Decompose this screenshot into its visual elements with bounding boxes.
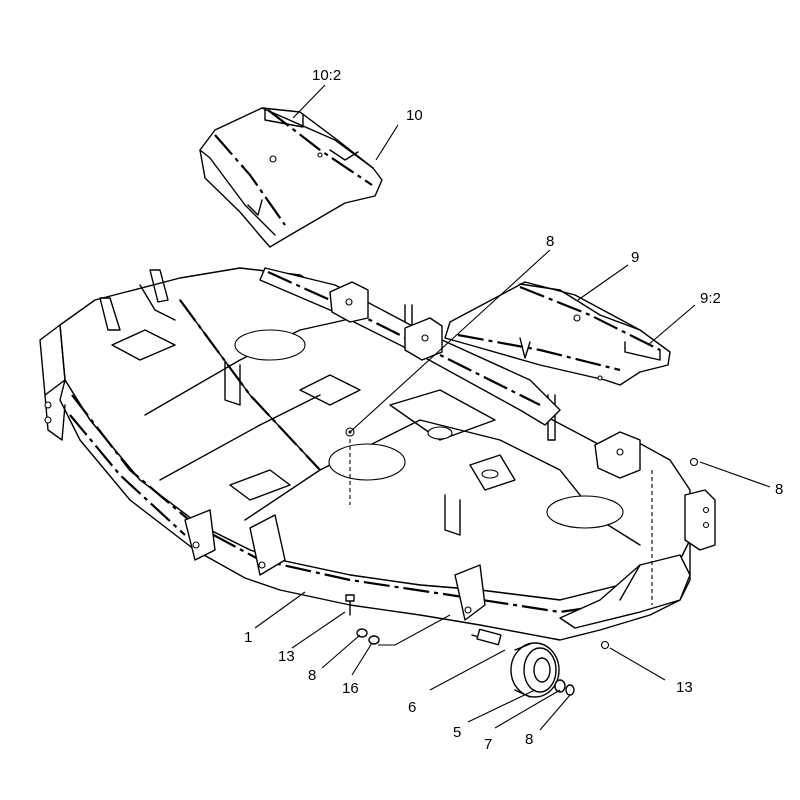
callout-10: 10 (406, 107, 423, 124)
deflector-part-9 (444, 281, 671, 386)
deflector-part-10 (199, 107, 383, 248)
mower-deck-part-1 (39, 267, 716, 650)
callout-leaders (254, 84, 771, 731)
callout-9-2: 9:2 (700, 290, 721, 307)
callout-8-bottom: 8 (525, 731, 533, 748)
caster-wheel-part-5 (471, 628, 560, 698)
callout-13-left: 13 (278, 648, 295, 665)
callout-16: 16 (342, 680, 359, 697)
callout-1: 1 (244, 629, 252, 646)
bolt-part-8-wheel (565, 684, 575, 696)
callout-10-2: 10:2 (312, 67, 341, 84)
callout-6: 6 (408, 699, 416, 716)
callout-8-left: 8 (308, 667, 316, 684)
washer-part-8-16 (356, 628, 380, 645)
callout-8-top: 8 (546, 233, 554, 250)
callout-13-right: 13 (676, 679, 693, 696)
callout-labels: 10:2 10 8 9 9:2 8 1 13 8 16 6 5 7 8 13 (244, 67, 783, 753)
callout-8-right: 8 (775, 481, 783, 498)
callout-7: 7 (484, 736, 492, 753)
callout-9: 9 (631, 249, 639, 266)
bolt-part-13-left (345, 594, 355, 616)
washer-part-7 (554, 679, 566, 693)
callout-5: 5 (453, 724, 461, 741)
